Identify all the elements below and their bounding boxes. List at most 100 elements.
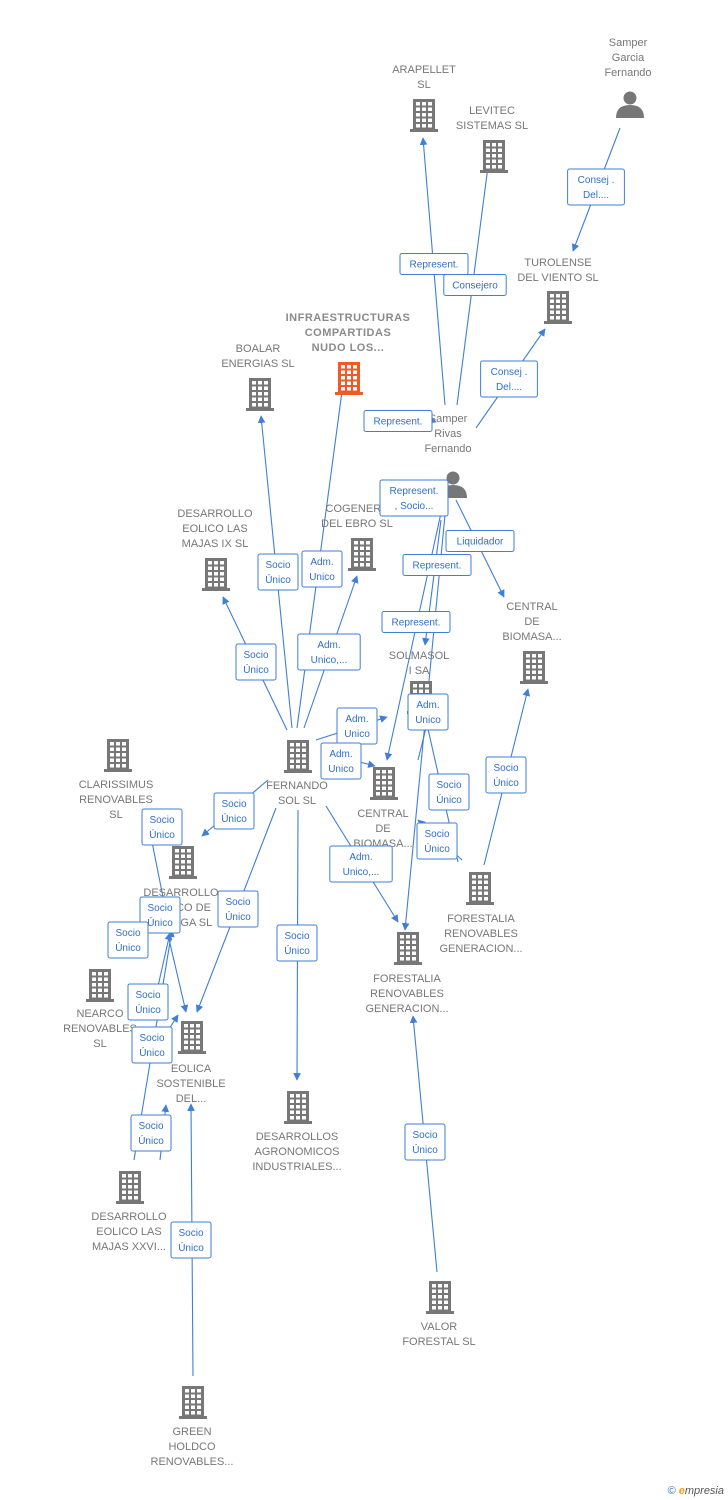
edge-label-text: Represent. bbox=[374, 417, 423, 428]
edge-label[interactable]: Consej .Del.... bbox=[567, 168, 625, 206]
edge-label-text: Del.... bbox=[583, 190, 609, 201]
edge-label-box bbox=[217, 890, 259, 928]
edge-label-text: Socio bbox=[436, 780, 461, 791]
edge-label[interactable]: Adm.Unico bbox=[320, 742, 362, 780]
building-icon bbox=[284, 1091, 312, 1124]
edge-label-text: Socio bbox=[147, 903, 172, 914]
edge-label-text: Consejero bbox=[452, 281, 498, 292]
edge-label[interactable]: Adm.Unico bbox=[336, 707, 378, 745]
edge-label[interactable]: Adm.Unico bbox=[301, 550, 343, 588]
edge-label-text: Adm. bbox=[345, 714, 368, 725]
edge-label[interactable]: Consej .Del.... bbox=[480, 360, 538, 398]
edge-label[interactable]: Liquidador bbox=[445, 530, 515, 552]
building-icon bbox=[348, 538, 376, 571]
edge-label-text: Socio bbox=[115, 928, 140, 939]
person-icon bbox=[616, 91, 644, 118]
edge-label-text: Socio bbox=[225, 897, 250, 908]
edge-label[interactable]: Consejero bbox=[443, 274, 507, 296]
building-icon bbox=[394, 932, 422, 965]
building-icon bbox=[520, 651, 548, 684]
edge-line bbox=[167, 934, 189, 1013]
edge-label-box bbox=[127, 983, 169, 1021]
edge-label-text: Único bbox=[115, 941, 141, 954]
edge-label[interactable]: Adm.Unico bbox=[407, 693, 449, 731]
edge-label[interactable]: Represent., Socio... bbox=[379, 479, 449, 517]
edge-label-box bbox=[485, 756, 527, 794]
building-icon bbox=[179, 1386, 207, 1419]
edge-label-text: Único bbox=[139, 1046, 165, 1059]
edge-label-box bbox=[213, 792, 255, 830]
building-icon bbox=[426, 1281, 454, 1314]
building-icon bbox=[410, 99, 438, 132]
edge-label-text: Represent. bbox=[392, 618, 441, 629]
edge-label-box bbox=[107, 921, 149, 959]
edge-label-text: Único bbox=[265, 573, 291, 586]
edge-label-box bbox=[404, 1123, 446, 1161]
building-icon bbox=[86, 969, 114, 1002]
edge-label-text: Adm. bbox=[416, 700, 439, 711]
building-icon bbox=[246, 378, 274, 411]
edge-label[interactable]: Adm.Unico,... bbox=[297, 633, 361, 671]
edge-label[interactable]: Represent. bbox=[399, 253, 469, 275]
edge-label[interactable]: Represent. bbox=[363, 410, 433, 432]
edge-label-text: Socio bbox=[284, 931, 309, 942]
building-icon bbox=[178, 1021, 206, 1054]
building-icon bbox=[116, 1171, 144, 1204]
edge-label-text: Socio bbox=[424, 829, 449, 840]
edge-label-text: Socio bbox=[149, 815, 174, 826]
edge-label-text: Único bbox=[135, 1003, 161, 1016]
edge-label[interactable]: Adm.Unico,... bbox=[329, 845, 393, 883]
empresia-watermark[interactable]: © empresia bbox=[668, 1485, 724, 1497]
edge-label[interactable]: Represent. bbox=[381, 611, 451, 633]
edge-label-text: Unico,... bbox=[343, 867, 380, 878]
edge-label[interactable]: Represent. bbox=[402, 554, 472, 576]
edge-label-text: Adm. bbox=[317, 640, 340, 651]
